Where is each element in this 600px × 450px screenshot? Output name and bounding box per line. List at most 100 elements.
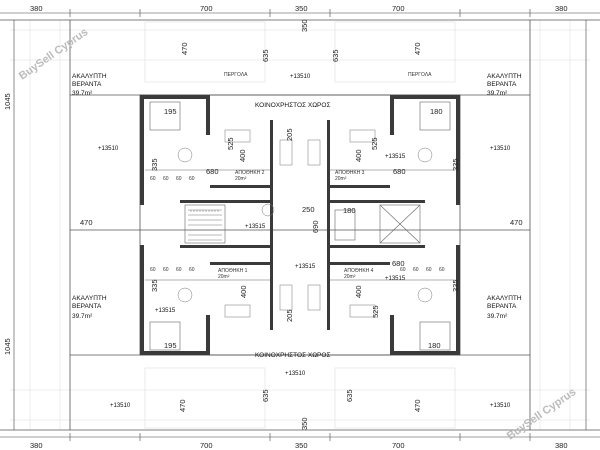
dim-v-3: 635 xyxy=(331,49,340,62)
dim-525-bottom: 525 xyxy=(371,305,380,318)
dim-400-2: 400 xyxy=(354,149,363,162)
dim-335-4: 335 xyxy=(451,279,460,292)
level-marker-11: +13510 xyxy=(490,403,511,409)
veranda-br-2: ΒΕΡΑΝΤΑ xyxy=(487,303,517,310)
vertical-dimensions: 470 635 635 470 470 635 635 470 xyxy=(178,42,422,412)
staircase xyxy=(188,209,222,241)
storage-4-label: ΑΠΟΘΗΚΗ 4 xyxy=(344,268,374,274)
dim-v-7: 635 xyxy=(345,389,354,402)
storage-2-label: ΑΠΟΘΗΚΗ 2 xyxy=(235,170,265,176)
veranda-tr-area: 39.7m² xyxy=(487,90,508,97)
level-markers: +13510 +13510 +13510 +13515 +13515 +1351… xyxy=(98,74,511,409)
top-dimensions: 380 700 350 700 380 xyxy=(30,4,568,13)
dim-60-b2: 60 xyxy=(163,267,169,273)
dim-gap-top: 350 xyxy=(300,19,309,32)
interior-dimensions: 195 180 195 180 180 205 205 525 525 525 … xyxy=(80,107,523,350)
veranda-grid xyxy=(10,20,590,430)
dim-60-c1: 60 xyxy=(400,267,406,273)
veranda-br-area: 39.7m² xyxy=(487,313,508,320)
dim-v-4: 470 xyxy=(413,42,422,55)
dim-top-3: 350 xyxy=(295,4,308,13)
small-dimensions: 60 60 60 60 60 60 60 60 60 60 60 60 xyxy=(150,176,445,273)
level-marker-1: +13510 xyxy=(290,74,311,80)
storage-4-area: 20m² xyxy=(344,274,356,280)
dim-60-a4: 60 xyxy=(189,176,195,182)
dim-60-b3: 60 xyxy=(176,267,182,273)
dim-470-left: 470 xyxy=(80,218,93,227)
level-marker-4: +13515 xyxy=(385,154,406,160)
dim-top-5: 380 xyxy=(555,4,568,13)
level-marker-7: +13515 xyxy=(385,276,406,282)
dim-250: 250 xyxy=(302,205,315,214)
dim-180-top: 180 xyxy=(430,107,443,116)
level-marker-2: +13510 xyxy=(98,146,119,152)
dim-v-1: 470 xyxy=(180,42,189,55)
dim-60-c4: 60 xyxy=(439,267,445,273)
dim-180-bottom: 180 xyxy=(428,341,441,350)
dim-top-1: 380 xyxy=(30,4,43,13)
dim-v-8: 470 xyxy=(413,399,422,412)
pergola-label-right: ΠΕΡΓΟΛΑ xyxy=(408,72,432,78)
dim-60-a2: 60 xyxy=(163,176,169,182)
veranda-bl-2: ΒΕΡΑΝΤΑ xyxy=(72,303,102,310)
storage-2-area: 20m² xyxy=(235,176,247,182)
storage-1-area: 20m² xyxy=(218,274,230,280)
dim-195-top: 195 xyxy=(164,107,177,116)
dim-side-left: 1045 xyxy=(3,93,12,110)
dim-top-4: 700 xyxy=(392,4,405,13)
dim-400-1: 400 xyxy=(238,149,247,162)
storage-1-label: ΑΠΟΘΗΚΗ 1 xyxy=(218,268,248,274)
storage-3-label: ΑΠΟΘΗΚΗ 3 xyxy=(335,170,365,176)
dim-bottom-4: 700 xyxy=(392,441,405,450)
dim-525-top: 525 xyxy=(226,137,235,150)
dim-680-1: 680 xyxy=(206,167,219,176)
bottom-dimensions: 380 700 350 700 380 xyxy=(30,441,568,450)
dim-side-left-2: 1045 xyxy=(3,338,12,355)
dim-bottom-3: 350 xyxy=(295,441,308,450)
dim-60-a3: 60 xyxy=(176,176,182,182)
dim-bottom-2: 700 xyxy=(200,441,213,450)
dim-bottom-1: 380 xyxy=(30,441,43,450)
common-label-top: ΚΟΙΝΟΧΡΗΣΤΟΣ ΧΩΡΟΣ xyxy=(255,102,330,109)
veranda-br-1: ΑΚΑΛΥΠΤΗ xyxy=(487,295,522,302)
veranda-bl-1: ΑΚΑΛΥΠΤΗ xyxy=(72,295,107,302)
level-marker-8: +13515 xyxy=(155,308,176,314)
dim-400-4: 400 xyxy=(354,285,363,298)
veranda-labels: ΑΚΑΛΥΠΤΗ ΒΕΡΑΝΤΑ 39.7m² ΑΚΑΛΥΠΤΗ ΒΕΡΑΝΤΑ… xyxy=(72,73,522,320)
dim-205-bottom: 205 xyxy=(285,309,294,322)
dim-690: 690 xyxy=(311,220,320,233)
veranda-bl-area: 39.7m² xyxy=(72,313,93,320)
dim-bottom-5: 380 xyxy=(555,441,568,450)
dim-60-b1: 60 xyxy=(150,267,156,273)
dimension-ticks xyxy=(0,9,600,441)
walls xyxy=(140,95,460,355)
dim-v-2: 635 xyxy=(261,49,270,62)
dim-gap-bottom: 350 xyxy=(300,417,309,430)
dim-195-bottom: 195 xyxy=(164,341,177,350)
veranda-tr-2: ΒΕΡΑΝΤΑ xyxy=(487,81,517,88)
dim-205-top: 205 xyxy=(285,128,294,141)
veranda-tr-1: ΑΚΑΛΥΠΤΗ xyxy=(487,73,522,80)
veranda-tl-1: ΑΚΑΛΥΠΤΗ xyxy=(72,73,107,80)
level-marker-9: +13510 xyxy=(285,371,306,377)
pergola-hatch xyxy=(144,21,456,429)
dim-680-2: 680 xyxy=(393,167,406,176)
dim-335-1: 335 xyxy=(150,158,159,171)
level-marker-5: +13515 xyxy=(245,224,266,230)
dim-60-c2: 60 xyxy=(413,267,419,273)
pergola-label-left: ΠΕΡΓΟΛΑ xyxy=(224,72,248,78)
level-marker-6: +13515 xyxy=(295,264,316,270)
level-marker-3: +13510 xyxy=(490,146,511,152)
storage-3-area: 20m² xyxy=(335,176,347,182)
dim-335-3: 335 xyxy=(150,279,159,292)
dim-top-2: 700 xyxy=(200,4,213,13)
common-label-bottom: ΚΟΙΝΟΧΡΗΣΤΟΣ ΧΩΡΟΣ xyxy=(255,352,330,359)
interior-lines xyxy=(145,101,455,351)
dim-525-top-right: 525 xyxy=(370,137,379,150)
furniture xyxy=(177,129,433,318)
dim-60-c3: 60 xyxy=(426,267,432,273)
dim-335-2: 335 xyxy=(451,158,460,171)
dim-60-b4: 60 xyxy=(189,267,195,273)
dim-v-6: 635 xyxy=(261,389,270,402)
